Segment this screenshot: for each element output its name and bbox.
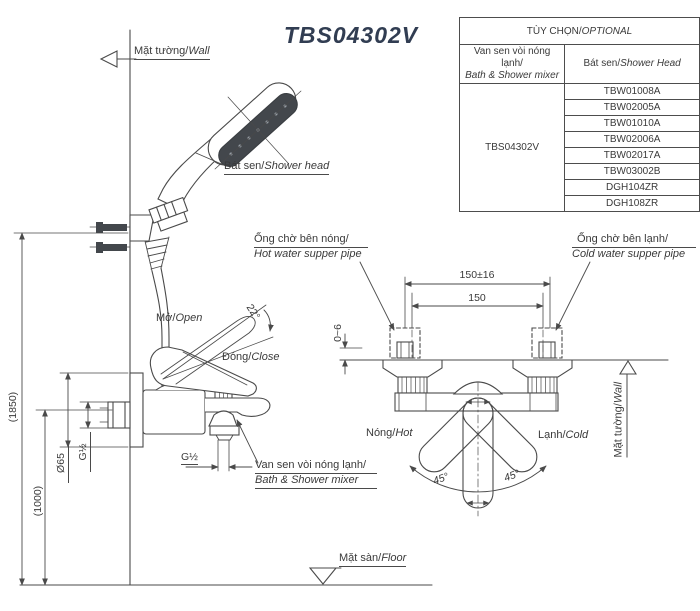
dim-flange-diameter: Ø65 bbox=[55, 443, 69, 483]
page-title: TBS04302V bbox=[283, 22, 419, 48]
bracket-screw-icon bbox=[96, 222, 103, 233]
floor-datum-arrow-icon bbox=[308, 567, 338, 585]
wall-top-label: Mặt tường/Wall bbox=[134, 45, 210, 60]
cold-pipe-leader bbox=[555, 261, 591, 331]
hose-connector bbox=[148, 196, 189, 232]
floor-label: Mặt sàn/Floor bbox=[339, 552, 407, 567]
wall-datum-arrow-icon bbox=[619, 359, 637, 375]
shower-hose bbox=[151, 270, 163, 389]
escutcheon bbox=[382, 359, 443, 378]
mixer-label: Van sen vòi nóng lạnh/ Bath & Shower mix… bbox=[255, 459, 377, 489]
hot-pipe-leader bbox=[359, 261, 395, 331]
hot-label: Nóng/Hot bbox=[366, 427, 413, 439]
dim-span-tolerance: 150±16 bbox=[459, 269, 495, 281]
bracket-screw-icon bbox=[96, 242, 103, 253]
dim-span: 150 bbox=[468, 292, 486, 304]
knurled-nut bbox=[397, 376, 428, 394]
head-model-cell: TBW01010A bbox=[564, 115, 700, 132]
dim-inlet-thread: G½ bbox=[77, 432, 91, 472]
shower-head-assembly bbox=[89, 82, 302, 389]
wall-datum-arrow-icon bbox=[99, 50, 118, 68]
head-model-cell: TBW03002B bbox=[564, 163, 700, 180]
head-model-cell: TBW01008A bbox=[564, 83, 700, 100]
wall-side-label: Mặt tường/Wall bbox=[612, 373, 628, 458]
dim-protrusion: 0~6 bbox=[332, 324, 344, 342]
table-row: DGH108ZR bbox=[460, 195, 700, 212]
mixer-model-cell: TBS04302V bbox=[458, 83, 566, 212]
aerator bbox=[209, 425, 240, 436]
table-row: TBW02006A bbox=[460, 131, 700, 148]
table-row: TBW02017A bbox=[460, 147, 700, 164]
hot-pipe-label: Ống chờ bên nóng/ Hot water supper pipe bbox=[254, 233, 368, 261]
height-dimensions bbox=[13, 232, 129, 586]
head-model-cell: DGH108ZR bbox=[564, 195, 700, 212]
options-table: TÙY CHỌN/OPTIONAL Van sen vòi nóng lạnh/… bbox=[458, 17, 700, 212]
head-column-header: Bát sen/Shower Head bbox=[564, 44, 700, 84]
head-model-cell: TBW02006A bbox=[564, 131, 700, 148]
swing-angle-arc bbox=[409, 465, 547, 493]
table-title: TÙY CHỌN/OPTIONAL bbox=[459, 17, 700, 45]
lever-open-outline bbox=[160, 316, 256, 385]
shower-head-label: Bát sen/Shower head bbox=[224, 160, 330, 175]
dim-spout-thread: G½ bbox=[181, 451, 198, 465]
centerline bbox=[214, 90, 302, 170]
mixer-body bbox=[142, 389, 206, 435]
mixer-leader bbox=[236, 419, 259, 464]
head-model-cell: TBW02017A bbox=[564, 147, 700, 164]
dim-1850: (1850) bbox=[7, 391, 19, 423]
shower-head-leader bbox=[195, 152, 227, 167]
head-model-cell: TBW02005A bbox=[564, 99, 700, 116]
mixer-column-header: Van sen vòi nóng lạnh/Bath & Shower mixe… bbox=[458, 44, 566, 84]
spout bbox=[204, 397, 271, 417]
escutcheon bbox=[512, 359, 573, 378]
table-row: TBS04302V TBW01008A bbox=[458, 83, 700, 212]
inlet-fitting bbox=[107, 401, 131, 429]
table-row: TBW02005A bbox=[460, 99, 700, 116]
head-model-cell: DGH104ZR bbox=[564, 179, 700, 196]
cold-pipe-label: Ống chờ bên lạnh/ Cold water supper pipe bbox=[572, 233, 696, 261]
dim-1000: (1000) bbox=[32, 485, 44, 517]
cold-label: Lạnh/Cold bbox=[538, 429, 589, 441]
mixer-side-view bbox=[99, 304, 274, 472]
open-angle-arc bbox=[263, 309, 274, 332]
close-label: Đóng/Close bbox=[222, 351, 280, 363]
knurled-nut bbox=[527, 376, 558, 394]
wall-and-floor-lines bbox=[19, 29, 433, 586]
hose-spring bbox=[144, 236, 170, 272]
open-label: Mở/Open bbox=[156, 312, 203, 324]
mixer-front-view bbox=[339, 261, 669, 517]
escutcheon bbox=[129, 372, 144, 448]
outlet-housing bbox=[208, 410, 238, 427]
wall-bracket bbox=[129, 214, 155, 242]
